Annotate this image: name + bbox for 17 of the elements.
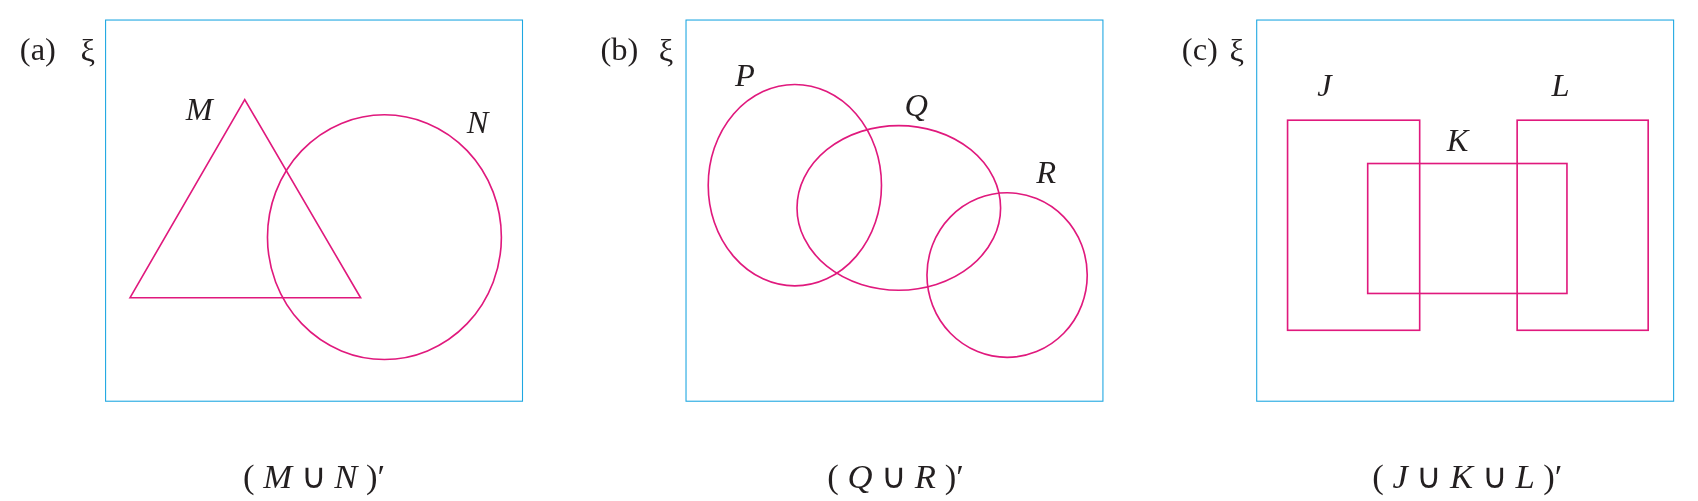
set-expression: ( Q ∪ R )′ [827, 457, 964, 496]
set-expression: ( M ∪ N )′ [242, 457, 386, 496]
universal-set-symbol: ξ [80, 32, 95, 68]
set-label: J [1317, 68, 1332, 103]
universal-set-symbol: ξ [658, 32, 674, 68]
panel-letter: (b) [600, 31, 639, 67]
universal-set-symbol: ξ [1229, 32, 1244, 68]
set-label: L [1551, 68, 1570, 103]
set-label: Q [904, 87, 928, 123]
panel-letter: (c) [1181, 31, 1218, 67]
set-expression: ( J ∪ K ∪ L )′ [1372, 457, 1563, 496]
panel-letter: (a) [19, 31, 56, 67]
set-label: P [735, 57, 755, 93]
set-label: K [1446, 122, 1469, 157]
set-label: M [185, 92, 213, 127]
set-label: R [1036, 154, 1056, 190]
set-label: N [466, 105, 489, 140]
